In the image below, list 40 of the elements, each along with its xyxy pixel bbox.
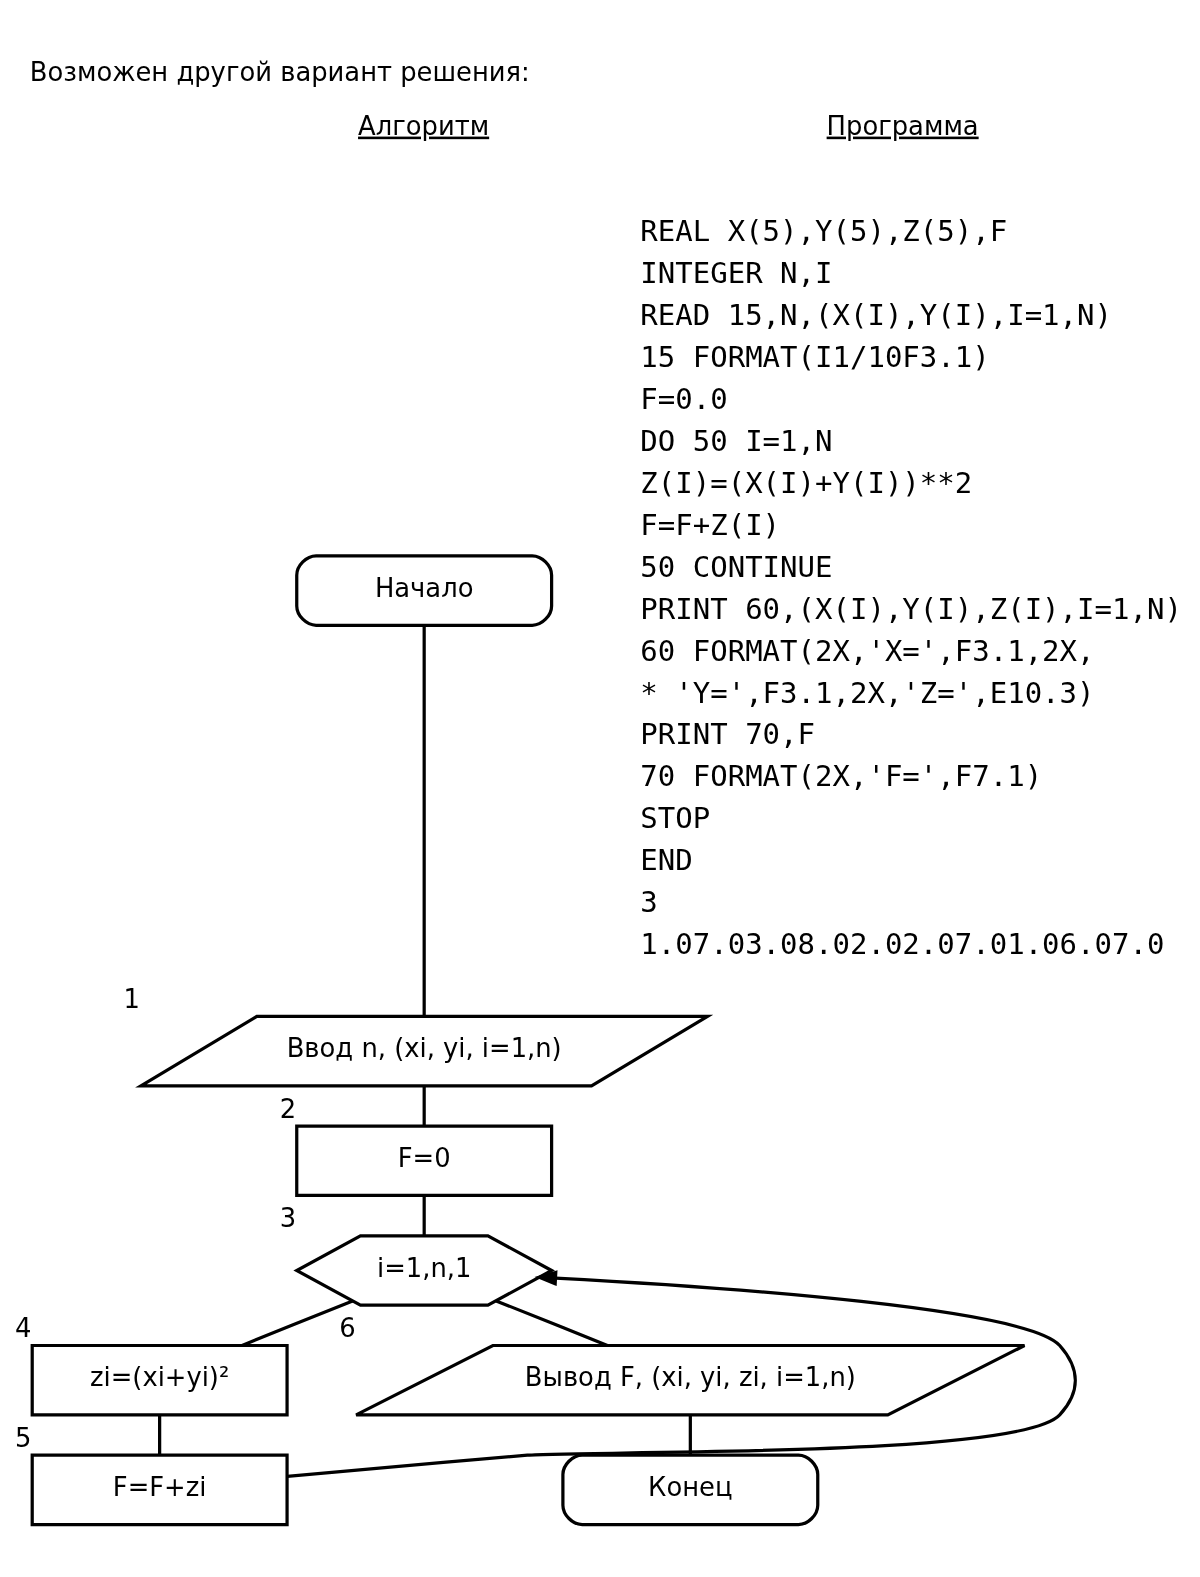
- label: 50 CONTINUE: [640, 549, 833, 584]
- node-box: F=0: [295, 1124, 554, 1197]
- node-label: 3: [279, 1202, 297, 1233]
- connector: [495, 1298, 608, 1347]
- diagram-title: Возможен другой вариант решения:: [29, 56, 530, 87]
- node-label: 2: [279, 1093, 297, 1124]
- connector: [158, 1414, 162, 1455]
- label: INTEGER N,I: [640, 255, 833, 290]
- label: READ 15,N,(X(I),Y(I),I=1,N): [640, 297, 1112, 332]
- label: 70 FORMAT(2X,'F=',F7.1): [640, 758, 1043, 793]
- label: 3: [640, 884, 658, 919]
- node-box: Конец: [561, 1453, 820, 1526]
- connector: [422, 1195, 426, 1235]
- label: 15 FORMAT(I1/10F3.1): [640, 339, 990, 374]
- label: PRINT 60,(X(I),Y(I),Z(I),I=1,N): [640, 591, 1182, 626]
- label: * 'Y=',F3.1,2X,'Z=',E10.3): [640, 675, 1095, 710]
- node-box: F=F+zi: [30, 1453, 289, 1526]
- label: END: [640, 842, 693, 877]
- label: F=0.0: [640, 381, 728, 416]
- node-label: 6: [339, 1312, 356, 1343]
- label: Программа: [826, 110, 979, 141]
- label: REAL X(5),Y(5),Z(5),F: [640, 213, 1008, 248]
- connector: [422, 625, 426, 1016]
- label: PRINT 70,F: [640, 716, 816, 751]
- node-box: Начало: [295, 553, 554, 627]
- node-box: zi=(xi+yi)²: [30, 1343, 289, 1416]
- arrow: [287, 1269, 1077, 1478]
- node-label: 4: [15, 1312, 32, 1343]
- label: Z(I)=(X(I)+Y(I))**2: [640, 465, 973, 500]
- label: 1.07.03.08.02.02.07.01.06.07.0: [640, 926, 1165, 961]
- label: STOP: [640, 800, 711, 835]
- label: 60 FORMAT(2X,'X=',F3.1,2X,: [640, 633, 1095, 668]
- label: Алгоритм: [358, 110, 490, 141]
- node-label: 1: [123, 983, 140, 1014]
- label: F=F+Z(I): [640, 507, 781, 542]
- connector: [422, 1085, 426, 1126]
- node-label: 5: [15, 1422, 32, 1453]
- label: DO 50 I=1,N: [640, 423, 833, 458]
- connector: [688, 1414, 692, 1455]
- connector: [241, 1298, 354, 1347]
